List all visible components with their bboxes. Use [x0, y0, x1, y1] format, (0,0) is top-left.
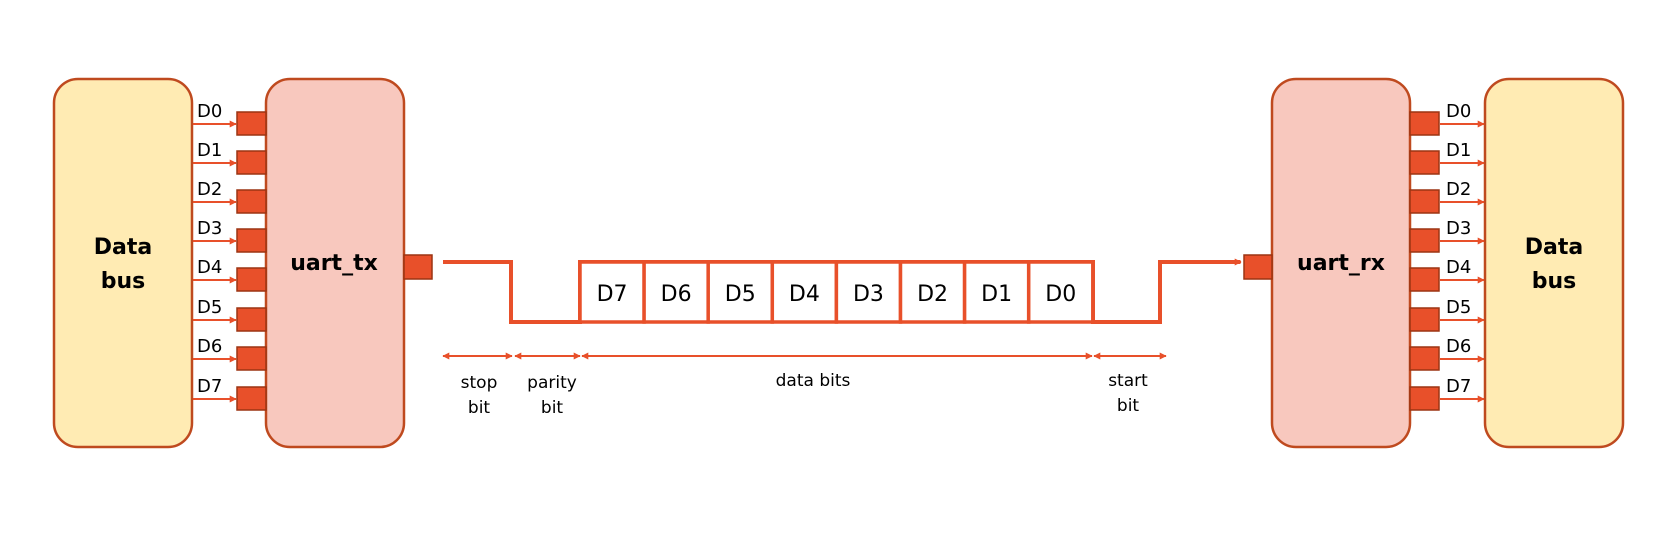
- tx-pin-d6: [236, 346, 267, 371]
- rx-pin-label-d7: D7: [1446, 376, 1471, 397]
- tx-pin-d5: [236, 307, 267, 332]
- parity-bit-label-line1: parity: [527, 373, 577, 393]
- rx-pin-label-d5: D5: [1446, 297, 1471, 318]
- rx-pin-d2: [1409, 189, 1440, 214]
- rx-pin-label-d2: D2: [1446, 179, 1471, 200]
- frame-bit-cell-d6: [642, 260, 710, 324]
- tx-pin-d3: [236, 228, 267, 253]
- frame-bit-cell-d7: [578, 260, 646, 324]
- tx-pin-d0: [236, 111, 267, 136]
- start-bit-label-line1: start: [1108, 371, 1148, 391]
- tx-pin-label-d7: D7: [197, 376, 222, 397]
- frame-bit-label-d0: D0: [1045, 282, 1076, 307]
- rx-pin-label-d3: D3: [1446, 218, 1471, 239]
- rx-pin-label-d0: D0: [1446, 101, 1471, 122]
- data-bits-label: data bits: [776, 371, 851, 391]
- right-data-bus-label-line2: bus: [1532, 269, 1577, 294]
- frame-bit-cell-d4: [770, 260, 839, 324]
- frame-bit-label-d7: D7: [597, 282, 628, 307]
- stop-bit-label-line1: stop: [461, 373, 498, 393]
- stop-bit-label-line2: bit: [468, 398, 491, 418]
- tx-pin-label-d1: D1: [197, 140, 222, 161]
- right-data-bus-label-line1: Data: [1525, 235, 1583, 260]
- left-data-bus-block: [52, 77, 194, 449]
- rx-pin-d0: [1409, 111, 1440, 136]
- frame-bit-label-d1: D1: [981, 282, 1012, 307]
- rx-pin-d7: [1409, 386, 1440, 411]
- frame-bit-label-d3: D3: [853, 282, 884, 307]
- tx-pin-label-d0: D0: [197, 101, 222, 122]
- tx-pin-d2: [236, 189, 267, 214]
- uart-tx-serial-pin: [403, 254, 433, 280]
- frame-bit-cells: D7 D6 D5 D4 D3 D2 D1 D0: [578, 260, 1095, 324]
- right-data-bus-block: [1483, 77, 1625, 449]
- frame-bit-label-d5: D5: [725, 282, 756, 307]
- tx-pin-label-d3: D3: [197, 218, 222, 239]
- rx-pin-d5: [1409, 307, 1440, 332]
- rx-pin-d3: [1409, 228, 1440, 253]
- frame-bit-label-d2: D2: [917, 282, 948, 307]
- rx-pin-d1: [1409, 150, 1440, 175]
- frame-bit-label-d4: D4: [789, 282, 820, 307]
- rx-pin-label-d1: D1: [1446, 140, 1471, 161]
- uart-tx-label: uart_tx: [290, 251, 378, 276]
- parity-bit-label-line2: bit: [541, 398, 564, 418]
- tx-pin-d1: [236, 150, 267, 175]
- tx-pin-d7: [236, 386, 267, 411]
- rx-pin-d4: [1409, 267, 1440, 292]
- tx-pin-label-d2: D2: [197, 179, 222, 200]
- tx-pin-label-d4: D4: [197, 257, 222, 278]
- frame-bit-label-d6: D6: [661, 282, 692, 307]
- tx-pin-d4: [236, 267, 267, 292]
- left-data-bus-label-line2: bus: [101, 269, 146, 294]
- tx-pin-label-d6: D6: [197, 336, 222, 357]
- rx-pin-d6: [1409, 346, 1440, 371]
- rx-pin-label-d4: D4: [1446, 257, 1471, 278]
- start-bit-label-line2: bit: [1117, 396, 1140, 416]
- tx-pin-label-d5: D5: [197, 297, 222, 318]
- frame-bit-cell-d2: [898, 260, 967, 324]
- uart-rx-serial-pin: [1243, 254, 1273, 280]
- frame-bit-cell-d0: [1026, 260, 1095, 324]
- left-data-bus-label-line1: Data: [94, 235, 152, 260]
- rx-pin-label-d6: D6: [1446, 336, 1471, 357]
- uart-rx-label: uart_rx: [1297, 251, 1385, 276]
- frame-bit-cell-d5: [706, 260, 775, 324]
